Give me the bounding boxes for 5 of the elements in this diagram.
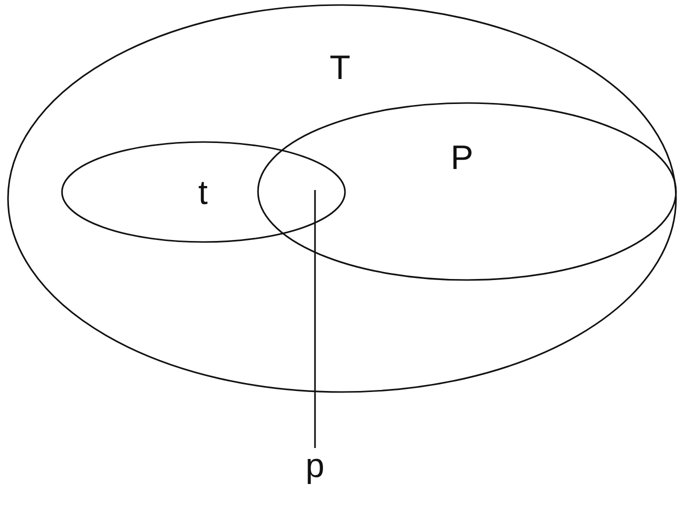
- set-label: t: [198, 176, 208, 210]
- set-label: T: [330, 51, 350, 85]
- set-label: p: [306, 449, 324, 483]
- set-label: P: [450, 141, 474, 175]
- leader-line: [314, 190, 316, 448]
